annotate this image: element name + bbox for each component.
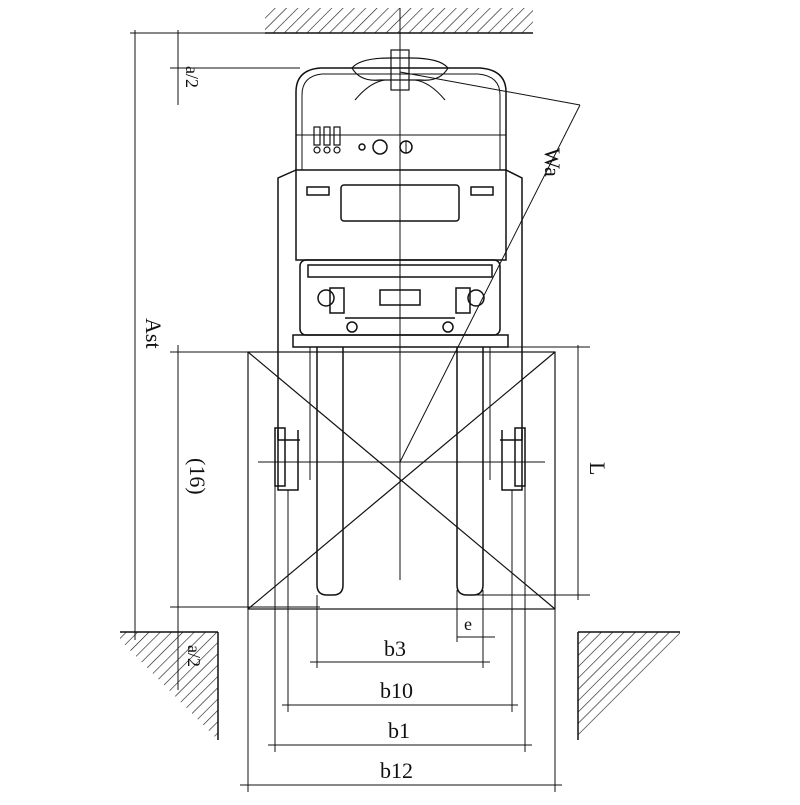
sixteen-dimension [170, 345, 320, 612]
left-frame [277, 169, 300, 441]
tiller-arm-right [414, 79, 446, 101]
pivot-right [442, 321, 454, 333]
fork-right [456, 347, 484, 596]
l-dimension [470, 345, 590, 600]
ast-dimension [120, 30, 265, 640]
pallet-outline [247, 351, 556, 610]
right-frame [500, 169, 523, 441]
wa-label: Wa [540, 148, 565, 177]
half-a-bottom-label: a/2 [184, 645, 204, 667]
e-label: e [464, 614, 472, 634]
wheel-left [317, 289, 335, 307]
tiller-head [390, 49, 410, 91]
tiller-handle [351, 57, 449, 81]
leg-left [277, 430, 299, 491]
e-dimension [456, 590, 495, 642]
pallet-diagonal-2 [247, 351, 556, 610]
lever-1 [313, 126, 321, 146]
tiller-arm-left [354, 79, 386, 101]
display-window [340, 184, 460, 222]
display-panel [295, 169, 507, 261]
pivot-left [346, 321, 358, 333]
lever-3 [333, 126, 341, 146]
load-pallet [247, 351, 556, 610]
leg-right [501, 430, 523, 491]
length-label: L [585, 462, 610, 475]
load-wheel-right [514, 427, 526, 487]
lift-top-bar [307, 264, 493, 278]
sixteen-label: (16) [185, 458, 210, 495]
truck-head-inner [301, 73, 501, 170]
load-wheel-left [274, 427, 286, 487]
fork-left [316, 347, 344, 596]
lever-knob-1 [313, 146, 321, 154]
right-wall-hatch [578, 632, 680, 740]
wa-radius-line [399, 104, 581, 463]
lever-knob-3 [333, 146, 341, 154]
lift-cylinder-left [329, 287, 345, 314]
lever-2 [323, 126, 331, 146]
b1-label: b1 [388, 718, 410, 743]
left-light [306, 186, 330, 196]
top-wall-hatch [265, 8, 533, 33]
wheel-right [467, 289, 485, 307]
ast-label: Ast [141, 318, 166, 349]
control-button-small [358, 143, 366, 151]
b3-label: b3 [384, 636, 406, 661]
left-wall-hatch [120, 632, 218, 740]
lift-cylinder-right [455, 287, 471, 314]
control-button-large [372, 139, 388, 155]
right-light [470, 186, 494, 196]
wall-hatching [120, 8, 680, 740]
truck-head-outline [295, 67, 507, 170]
lift-center-block [379, 289, 421, 306]
lever-knob-2 [323, 146, 331, 154]
half-a-top-dimension [170, 30, 300, 105]
half-a-top-label: a/2 [182, 66, 202, 88]
truck-body [274, 49, 526, 596]
b10-label: b10 [380, 678, 413, 703]
b12-label: b12 [380, 758, 413, 783]
fork-carriage [292, 334, 509, 348]
width-dimensions [240, 486, 562, 792]
wa-ref-line [399, 71, 581, 106]
control-levers [313, 126, 341, 154]
